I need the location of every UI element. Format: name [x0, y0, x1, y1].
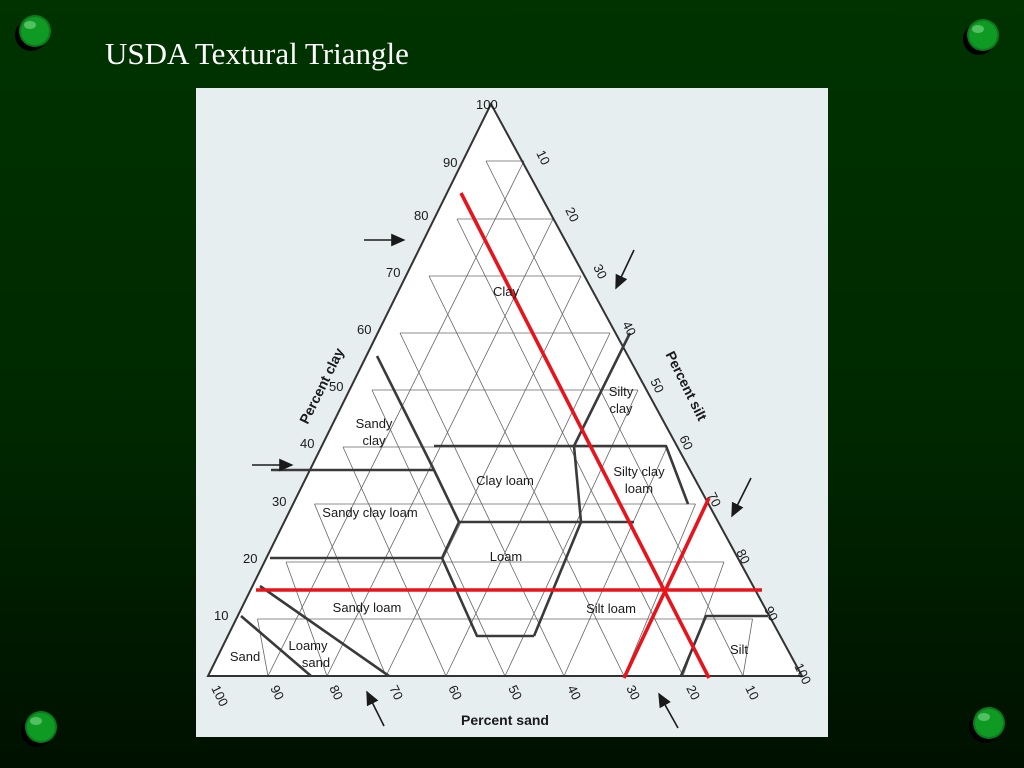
region-sandy-clay-loam: Sandy clay loam — [322, 505, 417, 520]
clay-tick: 20 — [243, 551, 257, 566]
silt-tick: 50 — [647, 376, 667, 396]
region-sand: Sand — [230, 649, 260, 664]
clay-axis-ticks: 10 20 30 40 50 60 70 80 90 100 — [214, 97, 498, 623]
sand-tick: 80 — [326, 683, 346, 703]
texture-triangle-figure: 10 20 30 40 50 60 70 80 90 100 10 20 30 … — [196, 88, 828, 737]
clay-tick: 30 — [272, 494, 286, 509]
corner-ball-bottom-left-icon — [21, 711, 57, 747]
silt-axis-ticks: 10 20 30 40 50 60 70 80 90 100 — [533, 148, 814, 687]
texture-boundaries — [240, 332, 768, 678]
region-clay: Clay — [493, 284, 520, 299]
reading-lines — [256, 192, 762, 679]
corner-ball-bottom-right-icon — [969, 707, 1005, 743]
slide-title: USDA Textural Triangle — [105, 36, 409, 71]
region-silt-loam: Silt loam — [586, 601, 636, 616]
sand-tick: 70 — [386, 683, 406, 703]
sand-tick: 100 — [208, 683, 231, 709]
silt-tick: 20 — [562, 205, 582, 225]
region-silt: Silt — [730, 642, 748, 657]
clay-tick: 80 — [414, 208, 428, 223]
clay-tick: 40 — [300, 436, 314, 451]
silt-tick: 60 — [676, 433, 696, 453]
sand-tick: 50 — [505, 683, 525, 703]
silt-tick: 40 — [619, 319, 639, 339]
clay-tick: 60 — [357, 322, 371, 337]
clay-tick: 100 — [476, 97, 498, 112]
sand-axis-label: Percent sand — [461, 712, 549, 728]
texture-triangle-svg: 10 20 30 40 50 60 70 80 90 100 10 20 30 … — [206, 97, 814, 729]
sand-tick: 90 — [267, 683, 287, 703]
region-loam: Loam — [490, 549, 523, 564]
sand-tick: 60 — [445, 683, 465, 703]
silt-tick: 30 — [590, 262, 610, 282]
silt-tick: 80 — [733, 547, 753, 567]
clay-tick: 50 — [329, 379, 343, 394]
region-clay-loam: Clay loam — [476, 473, 534, 488]
corner-ball-top-right-icon — [963, 19, 999, 55]
sand-tick: 10 — [742, 683, 762, 703]
clay-tick: 90 — [443, 155, 457, 170]
region-sandy-loam: Sandy loam — [333, 600, 402, 615]
silt-axis-label: Percent silt — [663, 348, 711, 423]
silt-tick: 90 — [761, 604, 781, 624]
silt-tick: 70 — [704, 490, 724, 510]
silt-tick: 10 — [533, 148, 553, 168]
corner-ball-top-left-icon — [15, 15, 51, 51]
triangle-outline — [206, 101, 804, 677]
sand-tick: 30 — [623, 683, 643, 703]
sand-tick: 20 — [683, 683, 703, 703]
clay-tick: 70 — [386, 265, 400, 280]
pointer-arrows — [252, 233, 752, 729]
silt-tick: 100 — [791, 661, 814, 687]
sand-axis-ticks: 100 90 80 70 60 50 40 30 20 10 — [208, 683, 762, 709]
clay-tick: 10 — [214, 608, 228, 623]
sand-tick: 40 — [564, 683, 584, 703]
